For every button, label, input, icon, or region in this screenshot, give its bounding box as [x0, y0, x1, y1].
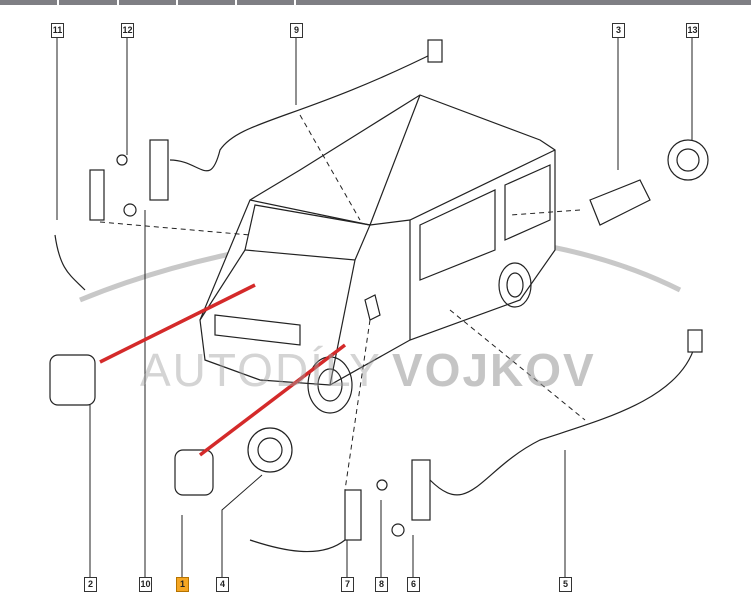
callout-10[interactable]: 10	[139, 577, 152, 592]
tab-separator	[294, 0, 296, 7]
highlight-pointers	[99, 283, 347, 457]
watermark-brand: VOJKOV	[392, 344, 596, 396]
callout-13[interactable]: 13	[686, 23, 699, 38]
callout-2[interactable]: 2	[84, 577, 97, 592]
callout-8[interactable]: 8	[375, 577, 388, 592]
top-toolbar	[0, 0, 751, 5]
leader-lines	[99, 114, 586, 491]
part-drawings	[49, 39, 709, 553]
tab-separator	[117, 0, 119, 7]
callout-7[interactable]: 7	[341, 577, 354, 592]
callout-5[interactable]: 5	[559, 577, 572, 592]
callout-4[interactable]: 4	[216, 577, 229, 592]
van-illustration	[199, 94, 556, 414]
tab-separator	[235, 0, 237, 7]
callout-11[interactable]: 11	[51, 23, 64, 38]
callout-3[interactable]: 3	[612, 23, 625, 38]
callout-6[interactable]: 6	[407, 577, 420, 592]
tab-separator	[176, 0, 178, 7]
callout-9[interactable]: 9	[290, 23, 303, 38]
tab-separator	[57, 0, 59, 7]
callout-12[interactable]: 12	[121, 23, 134, 38]
watermark-text: AUTODÍLY	[140, 344, 382, 396]
callout-1-highlighted[interactable]: 1	[176, 577, 189, 592]
